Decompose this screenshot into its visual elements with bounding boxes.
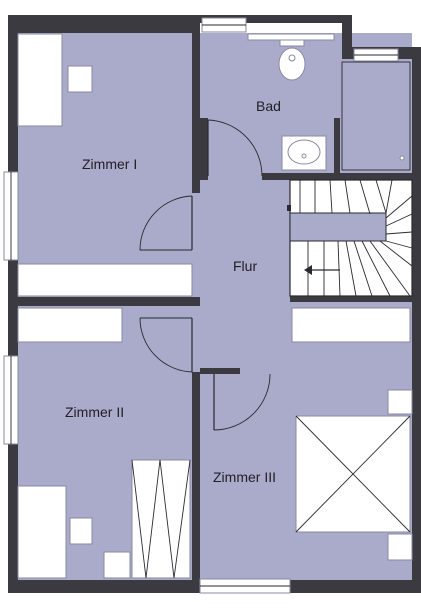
wall-zimmer2-flur [192, 372, 200, 580]
furniture-zimmer-3 [291, 307, 413, 561]
wall-bad-flur [200, 118, 208, 180]
wall-zimmer1-zimmer2 [16, 297, 200, 306]
label-bad: Bad [256, 98, 281, 114]
room-labels: Zimmer I Bad Flur Zimmer II Zimmer III [65, 98, 281, 485]
chair-zimmer1 [67, 65, 93, 93]
toilet-seat-dot [288, 54, 296, 62]
outer-wall-top-mid [200, 15, 350, 23]
desk-zimmer1 [17, 33, 63, 127]
wall-stair-zimmer3 [290, 296, 412, 302]
bathroom-fixtures [247, 33, 411, 171]
furniture-zimmer-2 [17, 307, 191, 579]
windows [3, 17, 399, 594]
outer-wall-step [342, 15, 352, 55]
furniture-zimmer-1 [17, 33, 193, 297]
outer-wall-right [412, 47, 421, 593]
desk-zimmer2 [17, 485, 67, 579]
toilet-bowl [278, 47, 306, 81]
shelf-zimmer2 [103, 551, 131, 579]
stair-marker [287, 205, 291, 211]
wardrobe-zimmer3 [291, 307, 411, 343]
bed-zimmer2 [17, 307, 123, 343]
label-zimmer-3: Zimmer III [213, 469, 276, 485]
wardrobe-zimmer2 [131, 459, 191, 579]
wall-zimmer1-flur [192, 33, 200, 193]
label-zimmer-1: Zimmer I [82, 156, 137, 172]
stair-core [289, 212, 387, 242]
bad-shelf [247, 33, 335, 41]
nightstand-top [387, 389, 413, 415]
bed-zimmer1 [17, 263, 193, 297]
wall-bad-shower [334, 118, 340, 173]
wall-bad-stair [262, 173, 412, 180]
wall-flur-zimmer3 [200, 368, 240, 374]
label-zimmer-2: Zimmer II [65, 404, 124, 420]
outer-wall-top-left [8, 15, 200, 33]
sink-drain [301, 153, 307, 159]
chair-zimmer2 [69, 517, 93, 545]
label-flur: Flur [233, 258, 257, 274]
outer-wall-left [8, 15, 18, 593]
shower-drain [399, 155, 405, 161]
staircase [287, 179, 413, 297]
stair-arrow-head [304, 265, 312, 275]
sink-basin [287, 139, 321, 165]
doors [139, 119, 271, 431]
shower-tray [341, 61, 411, 171]
nightstand-bottom [387, 533, 413, 561]
